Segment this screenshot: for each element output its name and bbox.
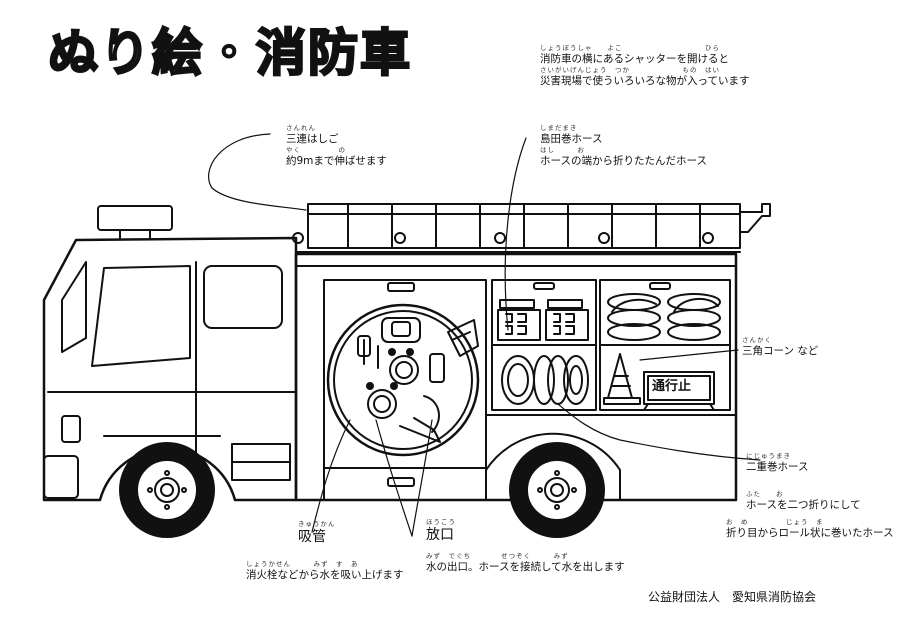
pump-panel (326, 303, 480, 457)
folded-hoses (497, 299, 589, 341)
suction-ruby2: しょうかせん みず す あ (246, 560, 359, 568)
ladder-ruby2: やく の (286, 146, 346, 155)
ladder-label: さんれん 三連はしご やく の 約9mまで伸ばせます (286, 124, 387, 168)
hose-roll-label: しまだまき 島田巻ホース はし お ホースの端から折りたたんだホース (540, 124, 707, 168)
ladder-desc: 約9mまで伸ばせます (286, 155, 387, 168)
cone-label: さんかく 三角コーン など (742, 336, 818, 358)
suction-ruby: きゅうかん (298, 520, 336, 528)
front-wheel (119, 442, 215, 538)
shutter-note-ruby2: さいがいげんじょう つか もの はい (540, 66, 720, 75)
callout-lines (208, 133, 761, 537)
double-hose-desc2: 折り目からロール状に巻いたホース (726, 527, 894, 539)
double-hose-ruby: にじゅうまき (746, 452, 791, 460)
road-closed-sign-text: 通行止 (652, 379, 692, 394)
double-hose-name: 二重巻ホース (746, 461, 809, 473)
outlet-name: 放口 (426, 527, 454, 543)
suction-label: きゅうかん 吸管 (298, 520, 336, 547)
cone-ruby: さんかく (742, 336, 772, 344)
double-hose-desc-2: お め じょう ま 折り目からロール状に巻いたホース (726, 518, 893, 540)
truck-body (294, 252, 738, 502)
traffic-cone (603, 353, 641, 405)
ladder (292, 203, 771, 253)
double-hose-desc1: ホースを二つ折りにして (746, 499, 861, 511)
outlet-desc: 水の出口。ホースを接続して水を出します (426, 561, 625, 573)
outlet-ruby2: みず でぐち せつぞく みず (426, 552, 569, 560)
rear-wheel (485, 432, 621, 538)
outlet-desc-block: みず でぐち せつぞく みず 水の出口。ホースを接続して水を出します (426, 552, 625, 574)
ladder-ruby: さんれん (286, 124, 316, 132)
hose-roll-ruby: しまだまき (540, 124, 578, 132)
shutter-note: しょうぼうしゃ よこ ひら 消防車の横にあるシャッターを開けると さいがいげんじ… (540, 44, 749, 88)
suction-name: 吸管 (298, 529, 326, 545)
coiled-hoses-top (607, 293, 721, 341)
shutter-note-ruby: しょうぼうしゃ よこ ひら (540, 44, 720, 52)
ladder-name: 三連はしご (286, 133, 339, 145)
hose-roll-name: 島田巻ホース (540, 133, 603, 145)
shutter-note-line1: 消防車の横にあるシャッターを開けると (540, 53, 729, 65)
suction-desc: 消火栓などから水を吸い上げます (246, 569, 404, 581)
shutter-note-line2: 災害現場で使ういろいろな物が入っています (540, 75, 750, 88)
double-hose-label: にじゅうまき 二重巻ホース (746, 452, 808, 474)
hose-roll-desc: ホースの端から折りたたんだホース (540, 155, 707, 168)
double-hose-ruby2: ふた お (746, 490, 784, 498)
cone-name: 三角コーン など (742, 345, 819, 357)
rolled-hoses (501, 355, 589, 405)
road-closed-sign (643, 371, 715, 411)
page-title: ぬり絵・消防車 (47, 24, 412, 82)
double-hose-ruby3: お め じょう ま (726, 518, 824, 526)
publisher-credit: 公益財団法人 愛知県消防協会 (648, 590, 817, 604)
truck-cab (42, 205, 298, 502)
double-hose-desc: ふた お ホースを二つ折りにして (746, 490, 861, 512)
suction-desc-block: しょうかせん みず す あ 消火栓などから水を吸い上げます (246, 560, 404, 582)
outlet-ruby: ほうこう (426, 518, 456, 526)
hose-roll-ruby2: はし お (540, 146, 585, 155)
outlet-label: ほうこう 放口 (426, 518, 456, 545)
